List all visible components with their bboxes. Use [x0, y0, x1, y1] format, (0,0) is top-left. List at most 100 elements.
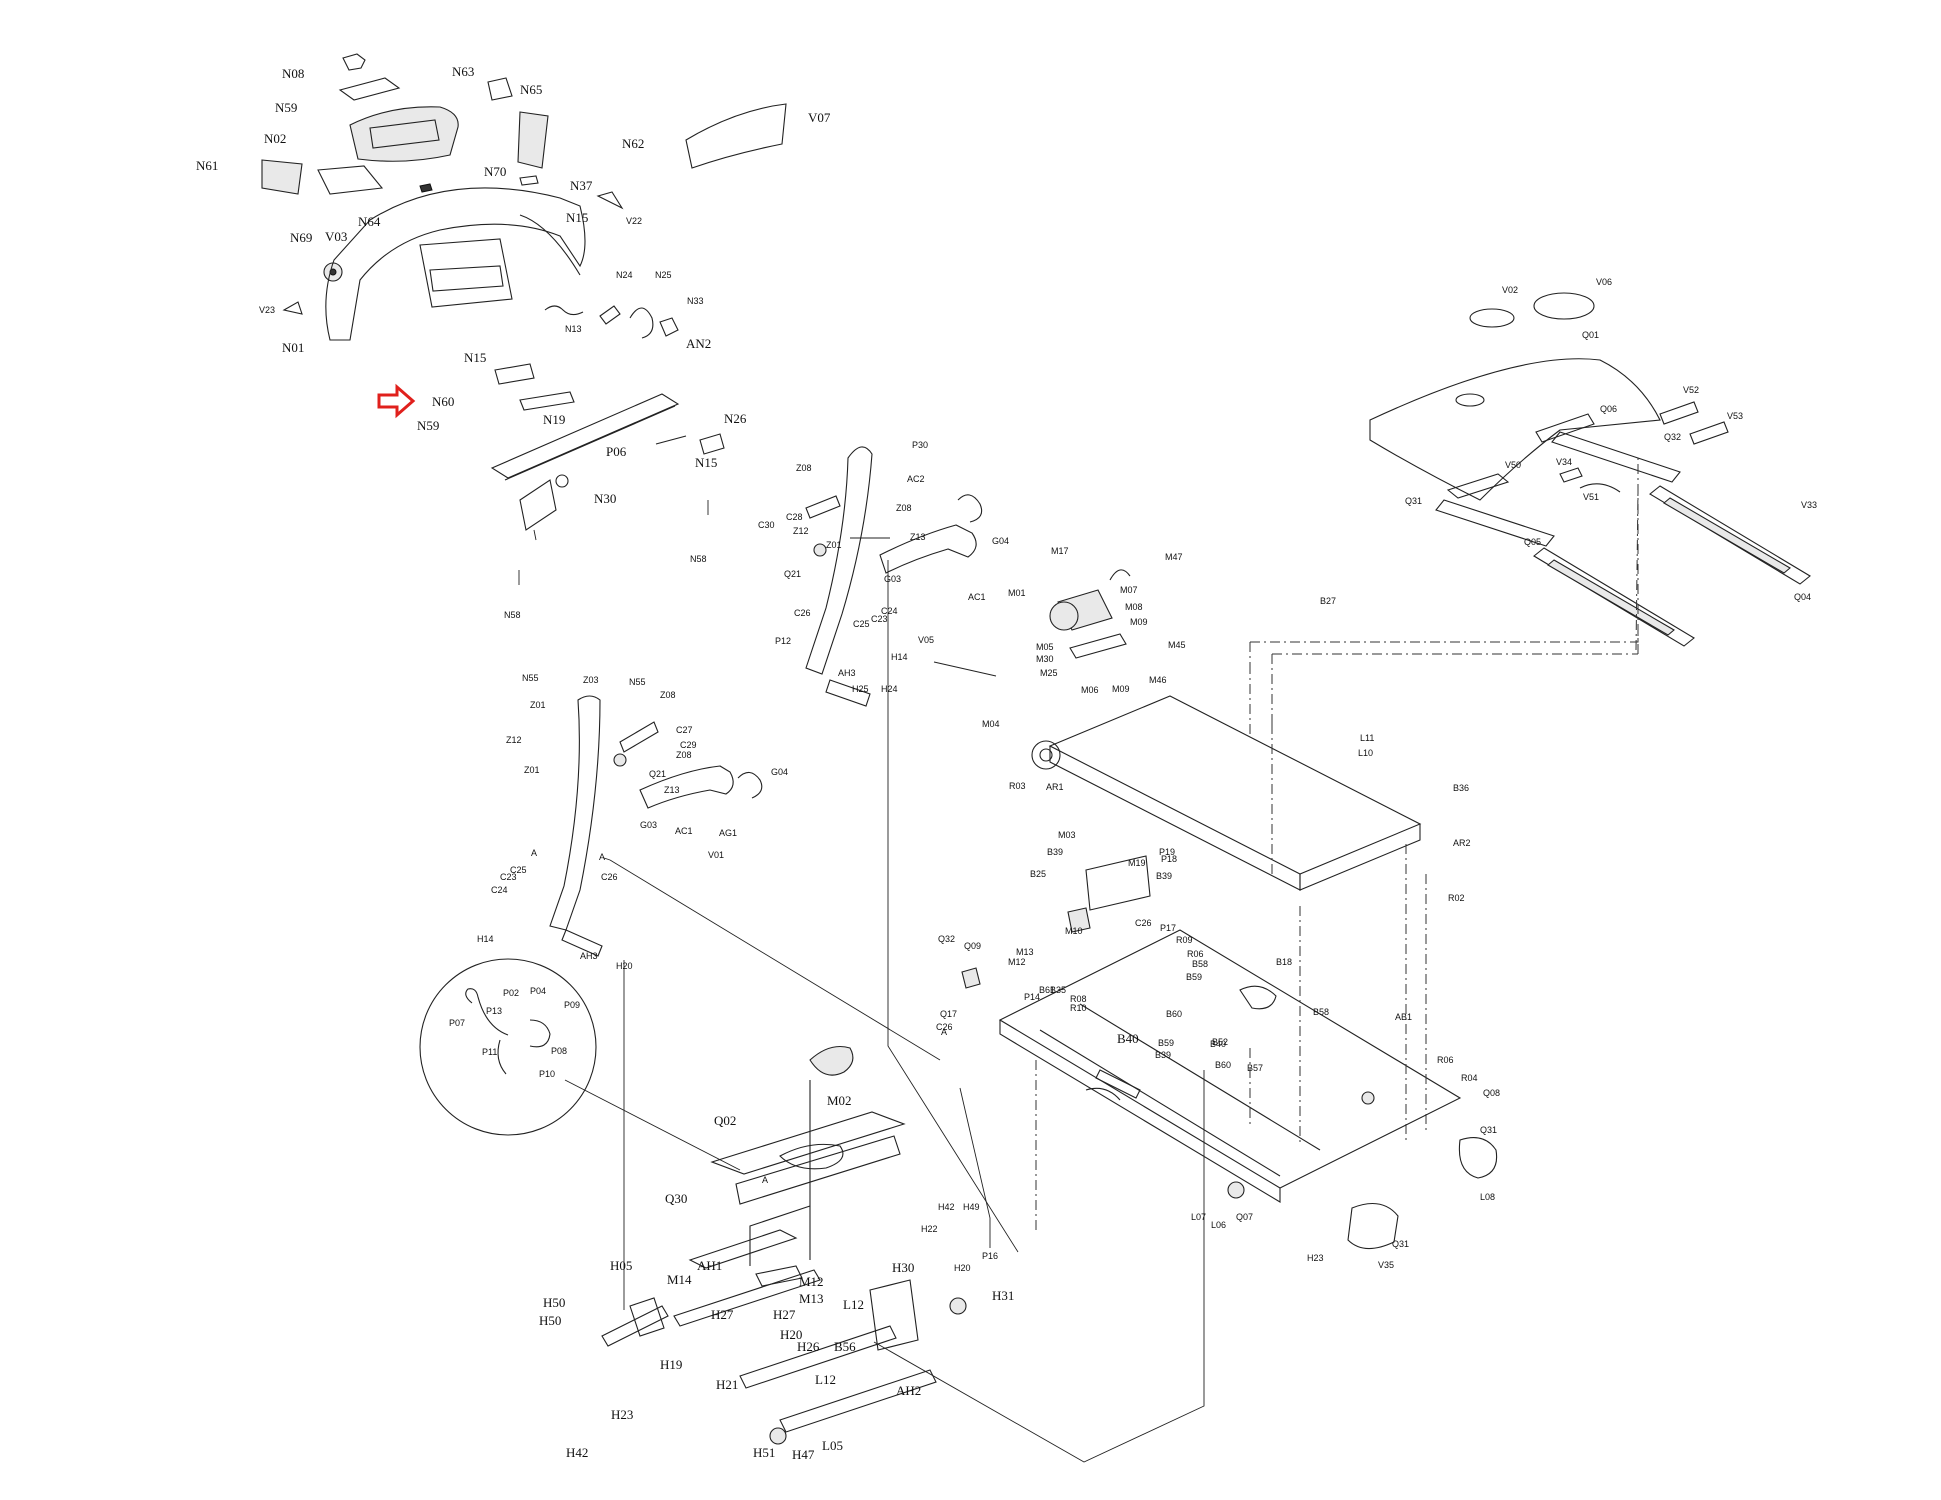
- callout-label: V53: [1727, 411, 1743, 421]
- callout-label: R09: [1176, 935, 1193, 945]
- callout-label: Q02: [714, 1113, 736, 1128]
- callout-label: P17: [1160, 923, 1176, 933]
- callout-label: AR1: [1046, 782, 1064, 792]
- callout-label: N58: [690, 554, 707, 564]
- callout-label: L12: [843, 1297, 864, 1312]
- assembly-routing-lines: [603, 454, 1639, 1463]
- callout-label: B57: [1247, 1063, 1263, 1073]
- callout-label: V03: [325, 229, 347, 244]
- callout-label: Z08: [896, 503, 912, 513]
- callout-label: P02: [503, 988, 519, 998]
- callout-label: H31: [992, 1288, 1014, 1303]
- callout-label: M12: [1008, 957, 1026, 967]
- callout-label: M47: [1165, 552, 1183, 562]
- callout-label: V33: [1801, 500, 1817, 510]
- callout-label: C26: [601, 872, 618, 882]
- callout-label: H25: [852, 684, 869, 694]
- callout-label: Q07: [1236, 1212, 1253, 1222]
- callout-label: R06: [1187, 949, 1204, 959]
- callout-label: V07: [808, 110, 831, 125]
- callout-label: Z08: [796, 463, 812, 473]
- callout-label: N62: [622, 136, 644, 151]
- callout-label: M05: [1036, 642, 1054, 652]
- callout-label: M46: [1149, 675, 1167, 685]
- callout-label: G04: [771, 767, 788, 777]
- callout-label: C26: [936, 1022, 953, 1032]
- callout-label: Z01: [524, 765, 540, 775]
- callout-label: B52: [1212, 1037, 1228, 1047]
- callout-label: Q32: [938, 934, 955, 944]
- callout-label: N55: [629, 677, 646, 687]
- callout-label: P13: [486, 1006, 502, 1016]
- callout-label: Z13: [664, 785, 680, 795]
- callout-label: Q05: [1524, 537, 1541, 547]
- callout-label: N13: [565, 324, 582, 334]
- callout-label: N15: [566, 210, 588, 225]
- callout-label: L08: [1480, 1192, 1495, 1202]
- callout-label: R03: [1009, 781, 1026, 791]
- callout-label: B25: [1030, 869, 1046, 879]
- callout-label: C23: [500, 872, 517, 882]
- callout-label: V22: [626, 216, 642, 226]
- callout-label: N64: [358, 214, 381, 229]
- callout-label: N65: [520, 82, 542, 97]
- callout-label: B40: [1210, 1039, 1226, 1049]
- callout-label: N55: [522, 673, 539, 683]
- callout-label: M04: [982, 719, 1000, 729]
- callout-label: P19: [1159, 847, 1175, 857]
- callout-label: C24: [491, 885, 508, 895]
- callout-label: N02: [264, 131, 286, 146]
- callout-label: H49: [963, 1202, 980, 1212]
- callout-label: V06: [1596, 277, 1612, 287]
- callout-label: B39: [1156, 871, 1172, 881]
- callout-label: P12: [775, 636, 791, 646]
- callout-label: Q09: [964, 941, 981, 951]
- callout-label: B39: [1047, 847, 1063, 857]
- motor-cover-assembly: [1369, 292, 1811, 647]
- callout-label: C23: [871, 614, 888, 624]
- callout-label: H42: [938, 1202, 955, 1212]
- callout-label: Q08: [1483, 1088, 1500, 1098]
- callout-label: C26: [794, 608, 811, 618]
- callout-label: L05: [822, 1438, 843, 1453]
- callout-label: P10: [539, 1069, 555, 1079]
- callout-label: M01: [1008, 588, 1026, 598]
- callout-label: M25: [1040, 668, 1058, 678]
- callout-label: AC1: [968, 592, 986, 602]
- callout-label: M14: [667, 1272, 692, 1287]
- callout-label: L12: [815, 1372, 836, 1387]
- callout-label: N58: [504, 610, 521, 620]
- callout-label: N19: [543, 412, 565, 427]
- callout-label: N01: [282, 340, 304, 355]
- callout-label: P04: [530, 986, 546, 996]
- callout-label: H23: [1307, 1253, 1324, 1263]
- callout-label: B59: [1158, 1038, 1174, 1048]
- callout-label: A: [941, 1027, 947, 1037]
- callout-label: Q32: [1664, 432, 1681, 442]
- callout-label: AH3: [838, 668, 856, 678]
- callout-label: N61: [196, 158, 218, 173]
- callout-label: M13: [799, 1291, 824, 1306]
- callout-label: AC1: [675, 826, 693, 836]
- callout-label: R04: [1461, 1073, 1478, 1083]
- callout-label: B58: [1313, 1007, 1329, 1017]
- callout-label: Q31: [1480, 1125, 1497, 1135]
- callout-label: C26: [1135, 918, 1152, 928]
- callout-label: H19: [660, 1357, 682, 1372]
- callout-label: Z01: [826, 540, 842, 550]
- callout-label: N60: [432, 394, 454, 409]
- callout-label: P07: [449, 1018, 465, 1028]
- callout-label: C25: [510, 865, 527, 875]
- callout-label: B27: [1320, 596, 1336, 606]
- callout-label: H23: [611, 1407, 633, 1422]
- callout-label: P18: [1161, 854, 1177, 864]
- callout-label: P11: [482, 1047, 497, 1057]
- callout-label: B40: [1117, 1031, 1139, 1046]
- left-upright-assembly: [549, 695, 763, 957]
- callout-label: Z08: [660, 690, 676, 700]
- callout-label: AH2: [896, 1383, 921, 1398]
- callout-label: V23: [259, 305, 275, 315]
- callout-label: P09: [564, 1000, 580, 1010]
- callout-label: R06: [1437, 1055, 1454, 1065]
